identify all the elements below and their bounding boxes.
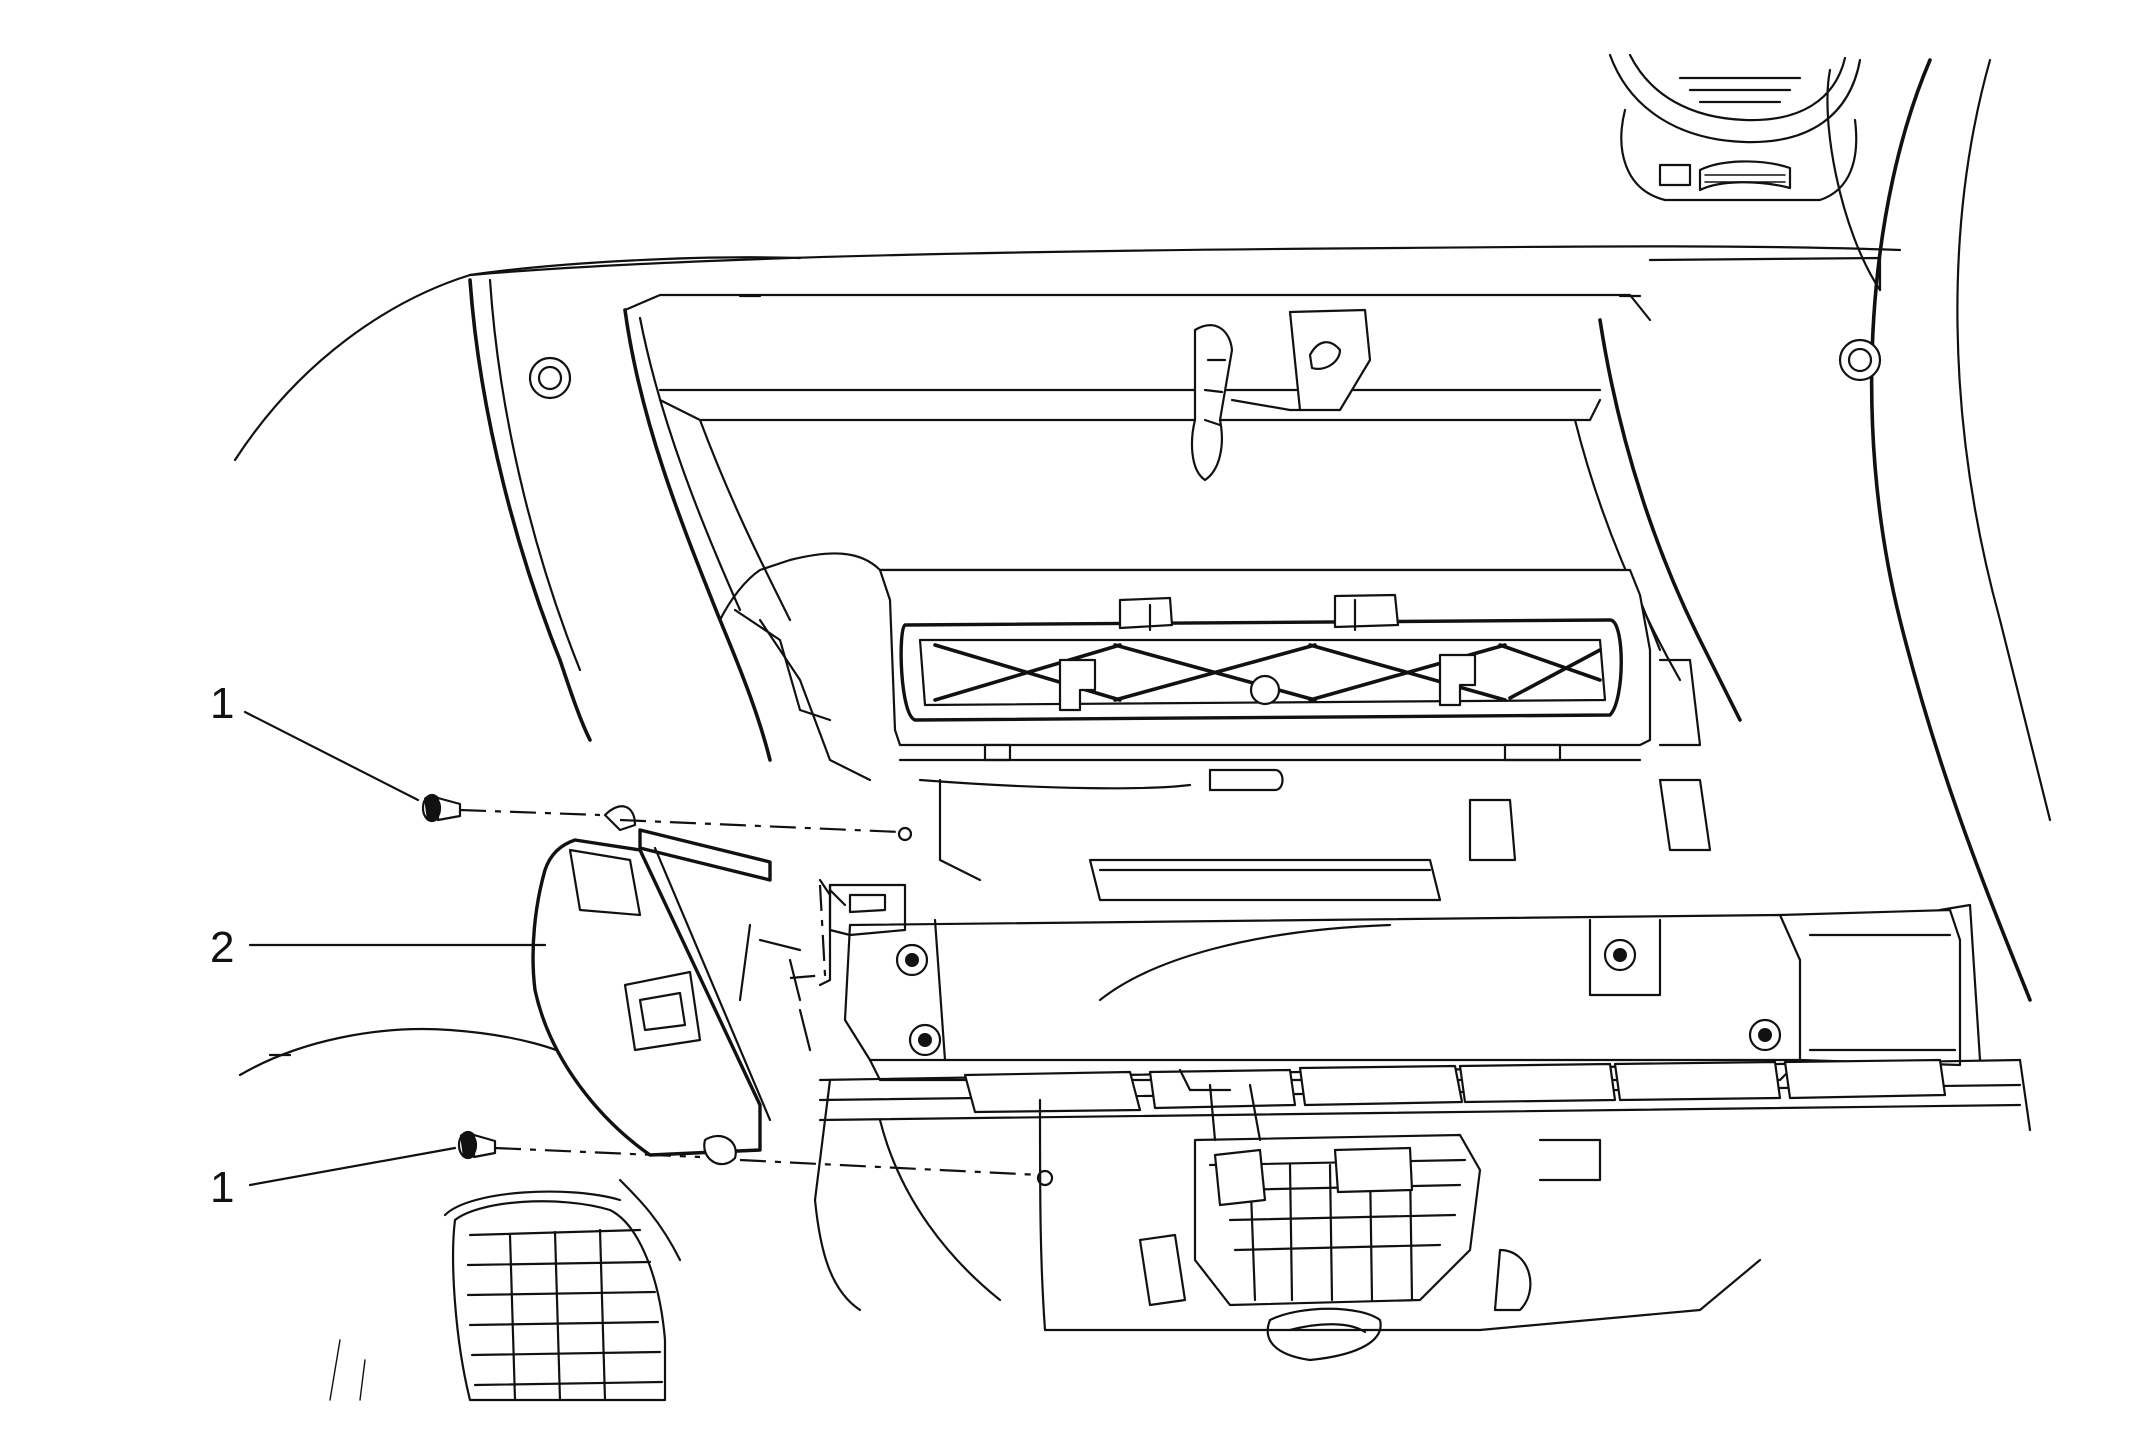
callout-leaders: [243, 710, 547, 1187]
lower-left-panel: [238, 1027, 682, 1401]
latch-hardware: [1190, 308, 1372, 482]
glovebox-opening: [468, 278, 1882, 762]
screw-top: [421, 793, 462, 823]
callout-label-1-top: 1: [210, 679, 234, 728]
dashboard-outline: [233, 58, 2052, 1002]
lower-vent: [443, 1190, 667, 1402]
fasteners: [421, 793, 1054, 1187]
callout-label-2: 2: [210, 923, 234, 972]
callout-label-1-bottom: 1: [210, 1163, 234, 1212]
hvac-housing: [718, 552, 1712, 902]
blower-motor: [813, 1068, 1762, 1362]
side-trim-panel: [531, 805, 847, 1166]
screw-bottom: [457, 1130, 497, 1160]
upper-vent: [1608, 53, 1862, 202]
lower-duct: [828, 883, 1982, 1082]
knee-rail: [818, 1058, 2032, 1132]
